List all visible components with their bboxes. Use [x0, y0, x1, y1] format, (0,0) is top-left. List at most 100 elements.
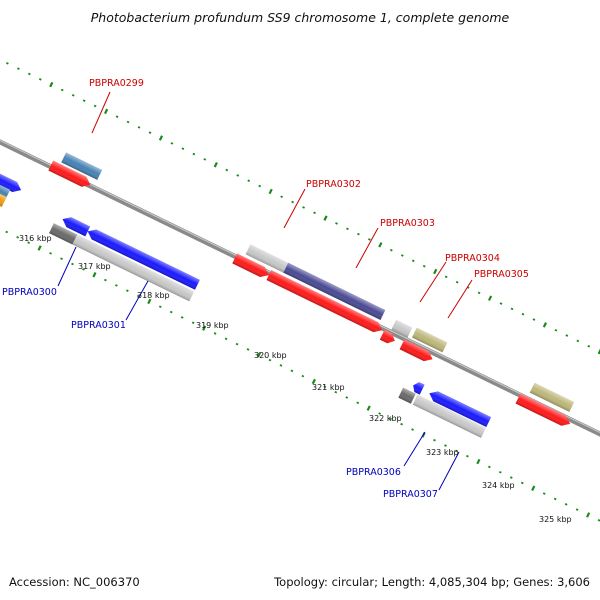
gene-label-PBPRA0301[interactable]: PBPRA0301	[71, 320, 126, 331]
kbp-tick-label: 320 kbp	[254, 351, 287, 360]
inner-ring-minor-tick	[334, 390, 338, 394]
outer-ring-minor-tick	[554, 328, 558, 332]
inner-ring-minor-tick	[597, 519, 600, 522]
gene-label-PBPRA0305[interactable]: PBPRA0305	[474, 269, 529, 280]
outer-ring-major-tick	[49, 81, 54, 88]
gene-PBPRA0299-shade	[48, 160, 91, 187]
gc-bar-gray[interactable]	[412, 394, 486, 438]
outer-ring-minor-tick	[16, 67, 20, 70]
cog-bar-purple[interactable]	[283, 262, 386, 320]
gene-reverse-strand[interactable]	[0, 150, 23, 195]
outer-ring-major-tick	[542, 322, 547, 328]
gene-PBPRA0305-shade	[399, 339, 433, 362]
inner-ring-minor-tick	[16, 236, 20, 239]
outer-ring-minor-tick	[115, 115, 119, 118]
outer-ring-minor-tick	[82, 99, 86, 102]
gc-bar-gray[interactable]	[391, 319, 413, 338]
outer-ring-minor-tick	[466, 286, 470, 289]
inner-ring-minor-tick	[301, 374, 305, 378]
gene-PBPRA0300-shade	[62, 217, 91, 237]
inner-ring-major-tick	[531, 485, 536, 491]
outer-ring-minor-tick	[225, 168, 229, 172]
gene-reverse-strand-shade	[0, 150, 22, 192]
inner-ring-major-tick	[147, 298, 152, 305]
outer-ring-minor-tick	[565, 334, 569, 337]
callout-line	[419, 261, 447, 303]
outer-ring-minor-tick	[368, 238, 371, 241]
inner-ring-minor-tick	[191, 321, 195, 325]
outer-ring-minor-tick	[170, 142, 174, 145]
outer-ring-minor-tick	[357, 232, 360, 236]
gene-PBPRA0305[interactable]	[399, 339, 435, 364]
inner-ring-minor-tick	[5, 230, 9, 234]
outer-ring-minor-tick	[27, 72, 31, 76]
outer-ring-minor-tick	[181, 147, 185, 151]
gene-PBPRA0307[interactable]	[427, 388, 492, 428]
gene-PBPRA0300[interactable]	[60, 214, 91, 237]
gc-bar-dark[interactable]	[398, 387, 416, 404]
gc-bar-dark[interactable]	[49, 223, 78, 245]
inner-ring-major-tick	[92, 271, 97, 278]
gene-PBPRA0303[interactable]	[266, 270, 384, 335]
gene-label-PBPRA0307[interactable]: PBPRA0307	[383, 489, 438, 500]
gene-PBPRA0303-shade	[266, 270, 383, 333]
inner-ring-minor-tick	[180, 316, 184, 319]
gene-label-PBPRA0300[interactable]: PBPRA0300	[2, 287, 57, 298]
kbp-tick-label: 321 kbp	[312, 383, 345, 392]
gene-PBPRA0306[interactable]	[411, 380, 425, 395]
gc-bar-gray[interactable]	[72, 234, 195, 302]
callout-line	[125, 280, 149, 321]
gene-label-PBPRA0306[interactable]: PBPRA0306	[346, 467, 401, 478]
cog-bar-olive[interactable]	[411, 327, 448, 353]
outer-ring-minor-tick	[444, 275, 448, 279]
inner-ring-minor-tick	[509, 476, 513, 479]
inner-ring-minor-tick	[290, 369, 294, 373]
outer-ring-minor-tick	[148, 131, 152, 134]
inner-ring-major-tick	[202, 325, 207, 331]
inner-ring-minor-tick	[279, 364, 283, 367]
outer-ring-minor-tick	[499, 302, 503, 305]
outer-ring-minor-tick	[477, 291, 481, 295]
outer-ring-minor-tick	[521, 312, 525, 316]
inner-ring-minor-tick	[125, 289, 129, 293]
cog-bar-purple-shade	[283, 262, 386, 320]
kbp-tick-label: 316 kbp	[19, 234, 52, 243]
outer-ring-minor-tick	[137, 126, 141, 129]
gene-PBPRA0302[interactable]	[232, 253, 271, 281]
gc-bar-gray-shade	[412, 394, 486, 438]
inner-ring-minor-tick	[378, 412, 382, 415]
kbp-tick-label: 322 kbp	[369, 414, 402, 423]
cog-bar-steel[interactable]	[61, 152, 103, 180]
outer-ring-minor-tick	[6, 62, 9, 65]
cog-bar-olive-shade	[411, 327, 448, 353]
outer-ring-major-tick	[378, 242, 383, 248]
inner-ring-minor-tick	[82, 268, 85, 271]
gene-PBPRA0301[interactable]	[85, 226, 200, 290]
gene-forward-strand[interactable]	[515, 393, 573, 429]
outer-ring-minor-tick	[400, 254, 404, 257]
gc-bar-gray[interactable]	[245, 244, 294, 276]
inner-ring-minor-tick	[400, 422, 403, 426]
outer-ring-minor-tick	[576, 339, 580, 343]
outer-ring-major-tick	[213, 162, 218, 168]
gene-label-PBPRA0302[interactable]: PBPRA0302	[306, 179, 361, 190]
gene-label-PBPRA0303[interactable]: PBPRA0303	[380, 218, 435, 229]
outer-ring-major-tick	[268, 188, 273, 195]
gene-PBPRA0304[interactable]	[379, 329, 397, 346]
gene-PBPRA0301-shade	[87, 229, 200, 290]
inner-ring-minor-tick	[542, 492, 546, 495]
inner-ring-minor-tick	[213, 332, 217, 335]
outer-ring-minor-tick	[346, 227, 349, 231]
outer-tick-ring	[6, 62, 600, 355]
outer-ring-minor-tick	[258, 184, 262, 188]
kbp-tick-label: 323 kbp	[426, 448, 459, 457]
gc-bar-dark-shade	[49, 223, 78, 245]
kbp-tick-label: 325 kbp	[539, 515, 572, 524]
gene-label-PBPRA0299[interactable]: PBPRA0299	[89, 78, 144, 89]
outer-ring-major-tick	[104, 108, 109, 115]
cog-bar-olive[interactable]	[529, 382, 575, 412]
gene-label-PBPRA0304[interactable]: PBPRA0304	[445, 253, 500, 264]
callout-line	[355, 227, 379, 269]
gene-PBPRA0299[interactable]	[48, 160, 92, 190]
